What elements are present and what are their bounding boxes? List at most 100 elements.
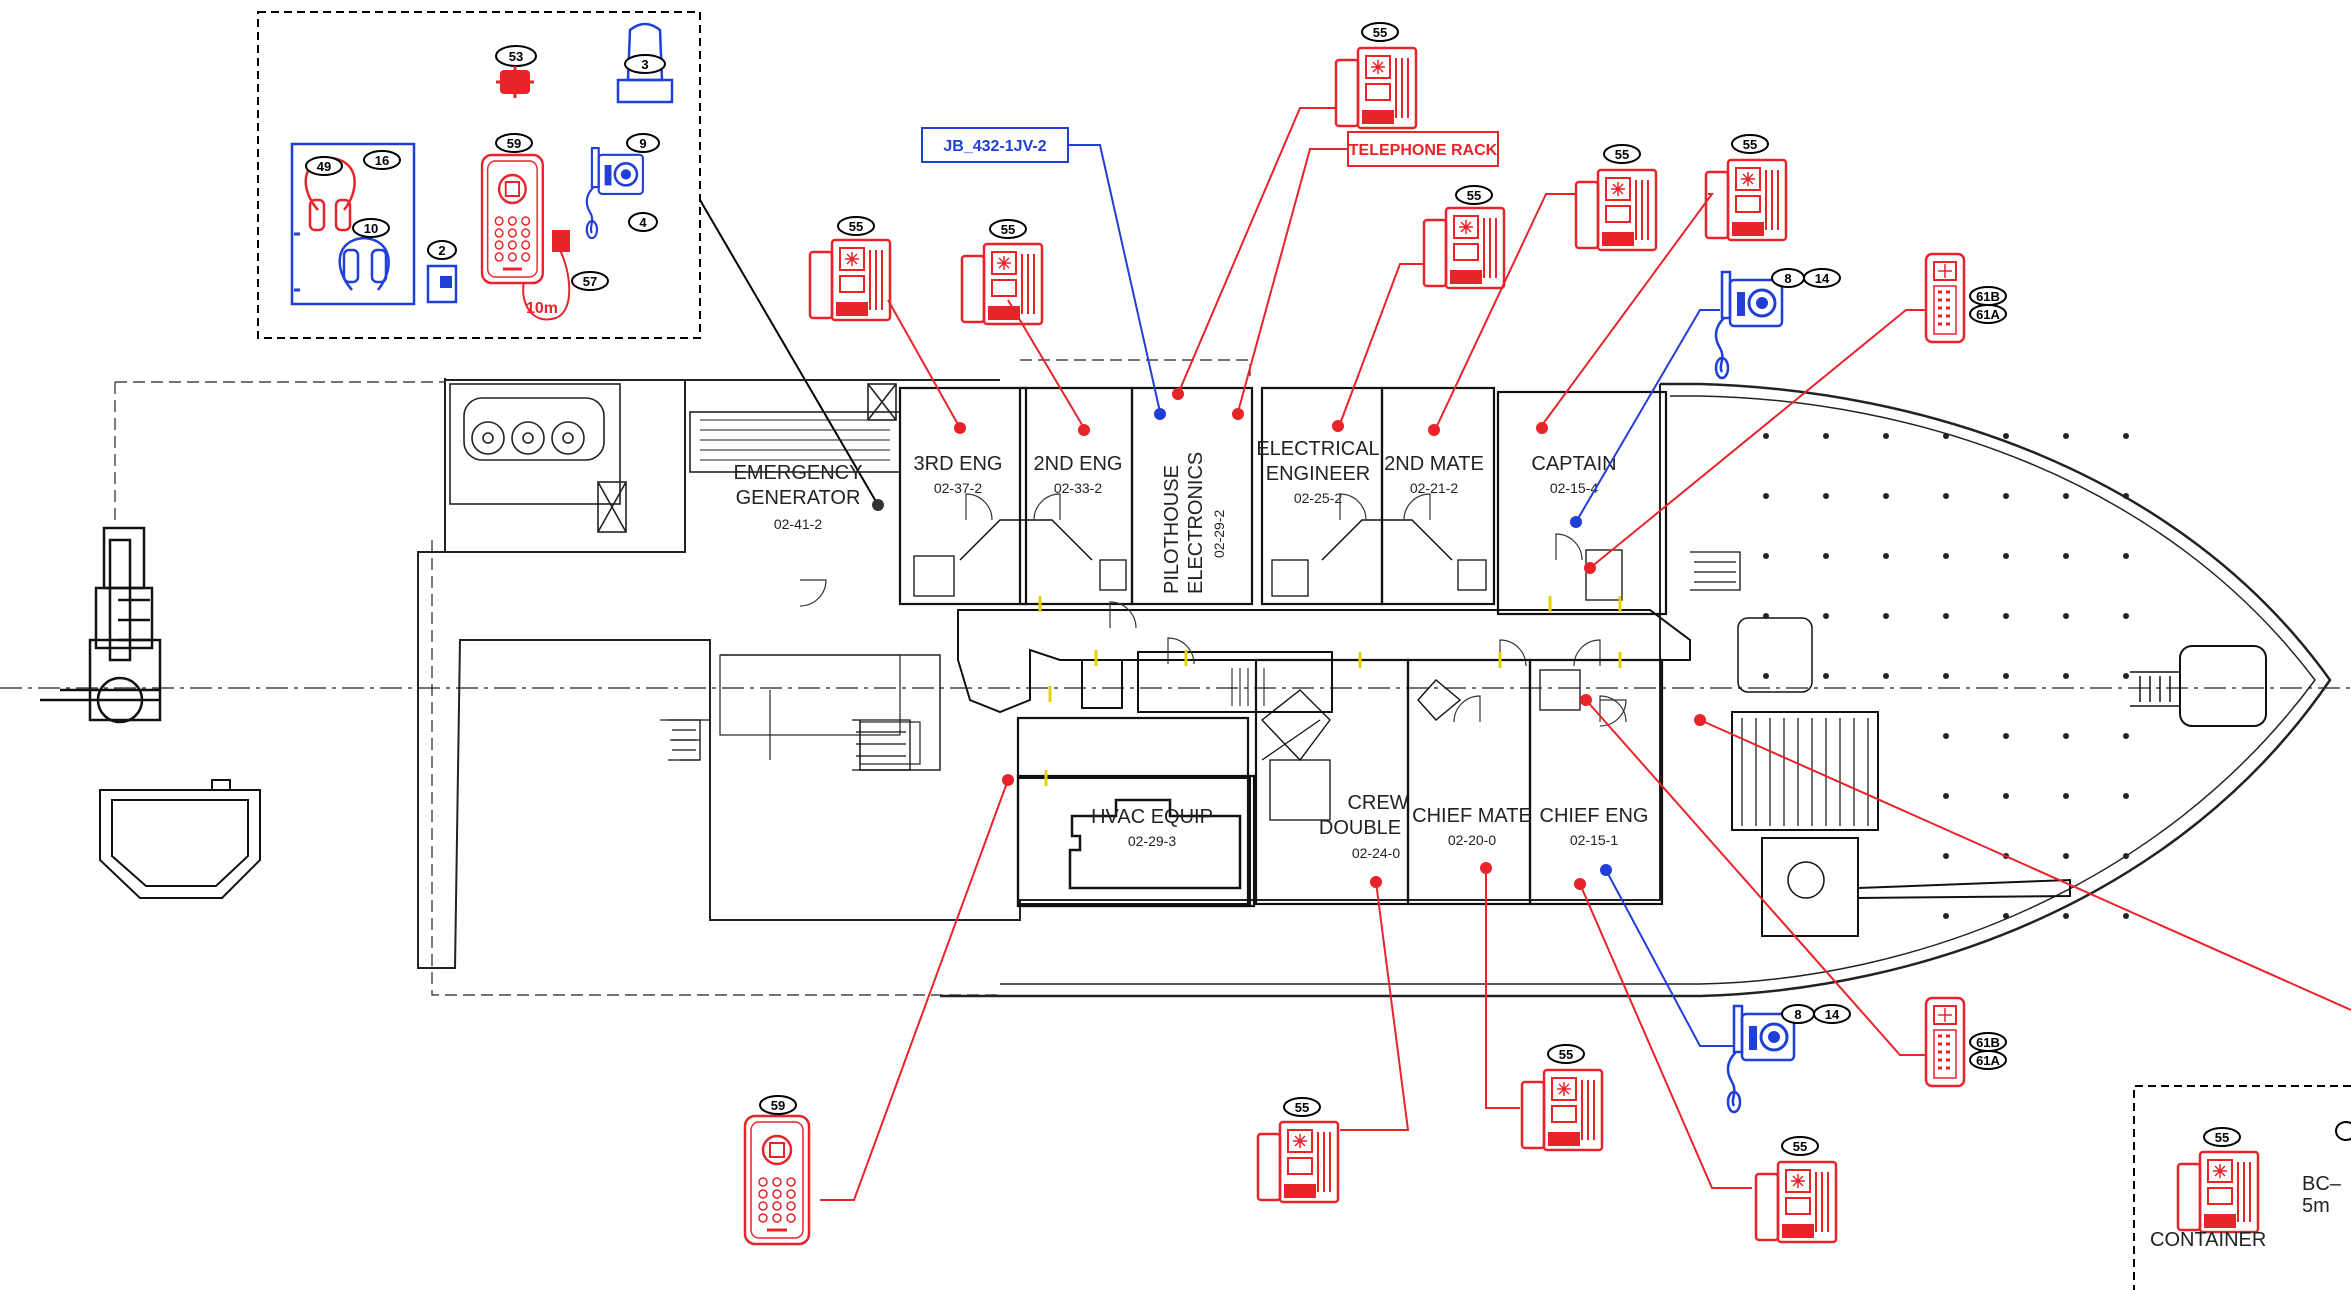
deck-bolt (2123, 673, 2129, 679)
phone-chief-mate-tag: 55 (1559, 1047, 1573, 1062)
hvac-room (1017, 777, 1251, 905)
deck-bolt (2063, 733, 2069, 739)
cabin-walls-bottom (1016, 658, 1664, 908)
intercom-hvac-tag: 59 (771, 1098, 785, 1113)
deck-bolt (2063, 793, 2069, 799)
deck-bolt (1823, 553, 1829, 559)
jb-callout: JB_432-1JV-2 (921, 127, 1161, 413)
deck-bolt (1763, 673, 1769, 679)
crane-icon (40, 526, 162, 724)
deck-bolt (1943, 673, 1949, 679)
container-legend: 55 CONTAINER BC– 5m (2133, 1085, 2351, 1290)
room-pilothouse-name2: ELECTRONICS (1185, 452, 1207, 594)
beacon-53-icon: 53 (495, 45, 537, 98)
call-panel-lower-icon: 61B 61A (1924, 996, 2007, 1088)
room-crew-name: CREW (1347, 792, 1408, 814)
cabin-walls-top (898, 386, 1668, 616)
deck-bolt (2123, 433, 2129, 439)
room-chief-mate-name: CHIEF MATE (1412, 805, 1532, 827)
deck-bolt (1943, 913, 1949, 919)
deck-bolt (1943, 613, 1949, 619)
hull-outline (0, 359, 2351, 998)
phone-pilothouse-icon: 55 (1334, 22, 1418, 130)
room-electrical-name2: ENGINEER (1266, 463, 1370, 485)
call-panel-lower-tag-b: 61B (1976, 1035, 2000, 1050)
deck-bolts (1763, 433, 2129, 919)
phone-2nd-eng-icon: 55 (960, 219, 1044, 326)
room-labels: 3RD ENG 02-37-2 2ND ENG 02-33-2 PILOTHOU… (734, 438, 1649, 861)
container-phone-tag: 55 (2215, 1130, 2229, 1145)
room-pilothouse-name: PILOTHOUSE (1161, 465, 1183, 594)
deck-bolt (1823, 673, 1829, 679)
corridor (957, 601, 1691, 714)
telephone-rack-label: TELEPHONE RACK (1349, 142, 1498, 159)
room-hvac-name: HVAC EQUIP (1091, 806, 1213, 828)
deck-bolt (2003, 913, 2009, 919)
deck-bolt (1883, 673, 1889, 679)
room-hvac-code: 02-29-3 (1128, 833, 1176, 849)
deck-bolt (2123, 613, 2129, 619)
deck-bolt (1943, 733, 1949, 739)
tag-3: 3 (641, 57, 648, 72)
room-pilothouse-code: 02-29-2 (1211, 510, 1227, 558)
jb-label: JB_432-1JV-2 (943, 138, 1046, 155)
deck-bolt (1763, 433, 1769, 439)
deck-bolt (2123, 853, 2129, 859)
room-captain-name: CAPTAIN (1531, 453, 1616, 475)
room-captain-code: 02-15-4 (1550, 480, 1598, 496)
tag-53: 53 (509, 49, 523, 64)
tag-57: 57 (583, 274, 597, 289)
headset-cabinet-icon: 16 49 10 (290, 142, 416, 306)
room-crew-code: 02-24-0 (1352, 845, 1400, 861)
room-chief-eng-code: 02-15-1 (1570, 832, 1618, 848)
deck-bolt (2003, 733, 2009, 739)
container-label: CONTAINER (2150, 1229, 2266, 1251)
deck-bolt (1823, 493, 1829, 499)
deck-bolt (2063, 673, 2069, 679)
container-length: 5m (2302, 1195, 2330, 1217)
deck-bolt (1943, 853, 1949, 859)
phone-2nd-mate-tag: 55 (1615, 147, 1629, 162)
phone-2nd-mate-icon: 55 (1574, 144, 1658, 252)
tag-2: 2 (438, 243, 445, 258)
tag-16: 16 (375, 153, 389, 168)
deck-bolt (1883, 433, 1889, 439)
phone-3rd-eng-icon: 55 (808, 216, 892, 322)
tag-10: 10 (364, 221, 378, 236)
phone-2nd-eng-tag: 55 (1001, 222, 1015, 237)
tag-59-legend: 59 (507, 136, 521, 151)
blue-phone-9-icon: 9 4 (585, 133, 660, 240)
telephone-rack-callout: TELEPHONE RACK (1237, 131, 1499, 413)
blue-phone-chief-eng-icon: 8 14 (1726, 1004, 1851, 1114)
deck-bolt (1763, 493, 1769, 499)
deck-bolt (2003, 493, 2009, 499)
deck-bolt (2123, 553, 2129, 559)
phone-crew-icon: 55 (1256, 1097, 1340, 1204)
blue-phone-chief-eng-tag-a: 8 (1794, 1007, 1801, 1022)
phone-electrical-tag: 55 (1467, 188, 1481, 203)
deck-bolt (2063, 493, 2069, 499)
forward-deck (1731, 617, 2267, 937)
blue-connection-lines (1575, 309, 1734, 1047)
phone-electrical-icon: 55 (1422, 185, 1506, 290)
deck-bolt (1763, 613, 1769, 619)
call-panel-lower-tag-a: 61A (1976, 1053, 2000, 1068)
deck-bolt (1943, 553, 1949, 559)
room-chief-mate-code: 02-20-0 (1448, 832, 1496, 848)
phone-captain-icon: 55 (1704, 134, 1788, 242)
phone-chief-mate-icon: 55 (1520, 1044, 1604, 1152)
tag-4: 4 (639, 215, 647, 230)
device-legend: 53 3 16 49 10 (257, 11, 701, 339)
room-electrical-name: ELECTRICAL (1256, 438, 1379, 460)
deck-bolt (2063, 553, 2069, 559)
blue-phone-captain-tag-b: 14 (1815, 271, 1830, 286)
beacon-3-icon: 3 (616, 22, 674, 104)
deck-bolt (2003, 613, 2009, 619)
blue-phone-captain-icon: 8 14 (1714, 268, 1841, 380)
blue-phone-captain-tag-a: 8 (1784, 271, 1791, 286)
cable-length-label: 10m (526, 300, 558, 317)
device-location-dots (872, 388, 1706, 890)
room-3rd-eng-code: 02-37-2 (934, 480, 982, 496)
deck-bolt (1883, 493, 1889, 499)
